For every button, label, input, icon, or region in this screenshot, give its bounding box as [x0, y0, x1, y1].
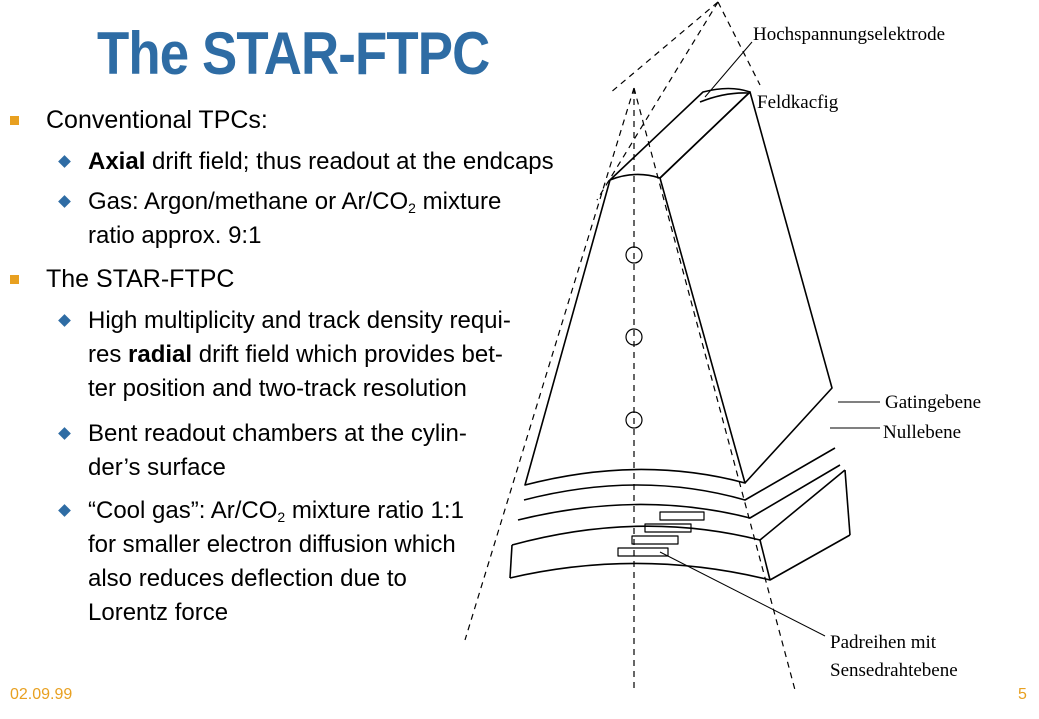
- slide-title: The STAR-FTPC: [97, 20, 490, 87]
- sub-bullet-text-line2: ratio approx. 9:1: [88, 222, 262, 249]
- label-pad-rows-2: Sensedrahtebene: [830, 660, 958, 681]
- label-zero-plane: Nullebene: [883, 422, 961, 443]
- emphasis-axial: Axial: [88, 148, 146, 175]
- axis-circle-1: [625, 246, 643, 264]
- label-field-cage: Feldkacfig: [757, 92, 839, 113]
- leader-lines: [659, 41, 880, 637]
- sub-bullet-text: drift field; thus readout at the endcaps: [145, 148, 554, 175]
- readout-top-arc: [511, 469, 846, 546]
- footer-date: 02.09.99: [10, 686, 73, 703]
- field-cage-top: [609, 87, 751, 181]
- sub-bullet-text: Gas: Argon/methane or Ar/CO: [88, 188, 409, 215]
- sub-bullet-text-line2: der’s surface: [88, 454, 226, 481]
- emphasis-radial: radial: [128, 341, 193, 368]
- field-cage-right: [659, 91, 833, 484]
- sub-bullet-text: Bent readout chambers at the cylin-: [88, 420, 467, 447]
- sub-bullet-text: High multiplicity and track density requ…: [88, 307, 511, 334]
- sub-bullet-text-line2: for smaller electron diffusion which: [88, 531, 456, 558]
- sub-bullet-text: mixture ratio 1:1: [285, 497, 464, 524]
- sub-bullet-text: res: [88, 341, 129, 368]
- sub-bullet-text-line3: also reduces deflection due to: [88, 565, 407, 592]
- readout-bottom-arc: [509, 534, 851, 581]
- field-cage-body: [524, 177, 746, 486]
- sub-bullet-text: “Cool gas”: Ar/CO: [88, 497, 278, 524]
- subscript-2: 2: [408, 200, 416, 216]
- sub-bullet-text: drift field which provides bet-: [192, 341, 503, 368]
- pad-rows: [617, 511, 705, 557]
- sub-bullet-text-line4: Lorentz force: [88, 599, 229, 626]
- subscript-2: 2: [277, 509, 286, 525]
- bullet-text: The STAR-FTPC: [46, 265, 235, 293]
- sub-bullet-text-line3: ter position and two-track resolution: [88, 375, 467, 402]
- label-hv-electrode: Hochspannungselektrode: [753, 24, 945, 45]
- gating-plane-arc: [523, 447, 836, 501]
- label-pad-rows-1: Padreihen mit: [830, 632, 937, 653]
- hv-electrode: [699, 92, 749, 103]
- axis-circle-3: [625, 411, 643, 429]
- bullet-text: Conventional TPCs:: [46, 106, 268, 134]
- footer-page-number: 5: [1018, 686, 1027, 703]
- zero-plane-arc: [517, 464, 841, 521]
- dashed-axis-lines: [464, 1, 796, 691]
- axis-circle-2: [625, 328, 643, 346]
- sub-bullet-text: mixture: [415, 188, 502, 215]
- square-bullet-icon: [10, 116, 19, 125]
- label-gating-plane: Gatingebene: [885, 392, 981, 413]
- square-bullet-icon: [10, 275, 19, 284]
